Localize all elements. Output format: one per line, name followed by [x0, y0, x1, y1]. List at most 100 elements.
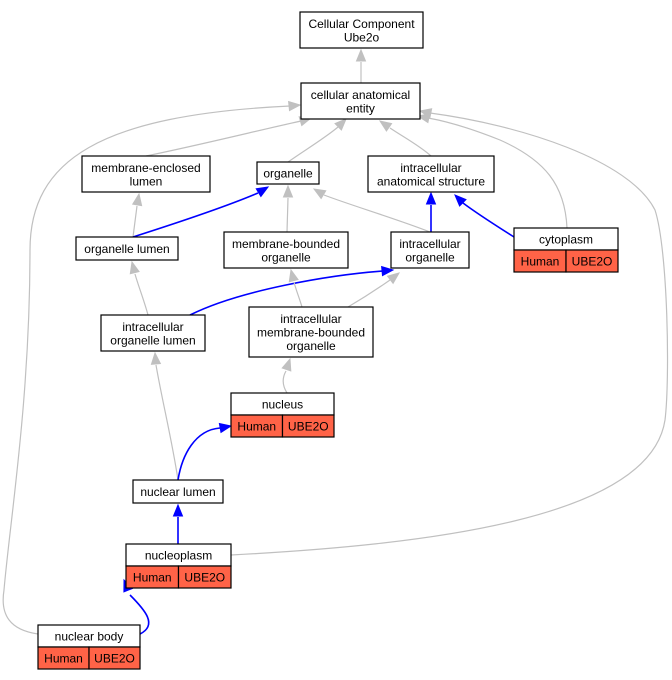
- node-box-iol: [100, 314, 206, 352]
- edge-iol-ol: [129, 260, 149, 316]
- edge-line-io-organelle: [323, 194, 431, 233]
- node-label-cae-1: entity: [346, 101, 375, 115]
- tag-label-nucleoplasm-0: Human: [133, 571, 172, 585]
- edge-line-organelle-cae: [287, 126, 339, 163]
- node-label-io-0: intracellular: [399, 237, 460, 251]
- edge-line-nb-cae: [2, 105, 291, 635]
- edge-line-imbo-mbo: [293, 281, 303, 308]
- arrowhead-nucleoplasm-nl: [172, 503, 184, 517]
- tag-label-nucleoplasm-1: UBE2O: [184, 571, 225, 585]
- arrowhead-cytoplasm-ias: [454, 194, 467, 207]
- edge-imbo-io: [347, 272, 401, 308]
- node-label-cc-1: Ube2o: [344, 30, 380, 44]
- arrowhead-mbo-organelle: [282, 184, 294, 198]
- node-box-mbo: [223, 231, 349, 269]
- node-box-cae: [300, 82, 421, 120]
- tag-box-cytoplasm-1: [565, 249, 619, 273]
- edge-organelle-cae: [287, 118, 347, 163]
- edge-line-nb-nucleoplasm: [129, 594, 150, 635]
- arrowhead-io-ias: [425, 191, 437, 205]
- node-box-organelle: [256, 161, 320, 185]
- arrowhead-iol-io: [381, 265, 395, 277]
- edge-nucleoplasm-cae: [230, 108, 669, 556]
- node-box-cc: [299, 11, 424, 49]
- node-label-nb-0: nuclear body: [55, 630, 124, 644]
- edge-line-cytoplasm-ias: [462, 202, 515, 238]
- arrowhead-organelle-cae: [334, 118, 347, 131]
- edge-line-ias-cae: [389, 127, 432, 157]
- arrowhead-nucleus-imbo: [281, 357, 292, 372]
- node-box-imbo: [248, 306, 374, 358]
- edge-line-iol-ol: [134, 273, 149, 316]
- node-label-ol-0: organelle lumen: [84, 242, 169, 256]
- edge-ias-cae: [378, 120, 432, 157]
- edge-mel-cae: [145, 116, 313, 157]
- node-box-ol: [75, 236, 179, 261]
- node-label-iol-1: organelle lumen: [110, 333, 195, 347]
- arrowhead-ol-organelle: [255, 186, 270, 198]
- node-box-ias: [367, 155, 495, 193]
- arrowhead-nucleoplasm-cae: [418, 108, 433, 119]
- node-label-mbo-1: organelle: [261, 250, 311, 264]
- node-label-nucleus-0: nucleus: [262, 398, 303, 412]
- edge-nb-cae: [2, 100, 302, 635]
- tag-label-nucleus-1: UBE2O: [288, 420, 329, 434]
- node-organelle[interactable]: organelle: [256, 161, 320, 185]
- node-label-mbo-0: membrane-bounded: [232, 237, 340, 251]
- node-label-organelle-0: organelle: [263, 167, 313, 181]
- tag-label-nucleus-0: Human: [237, 420, 276, 434]
- edge-line-nucleus-imbo: [282, 370, 288, 394]
- edge-nl-iol: [150, 351, 179, 481]
- edge-imbo-mbo: [288, 268, 303, 308]
- tag-label-nb-0: Human: [44, 652, 83, 666]
- edge-nucleus-imbo: [281, 357, 292, 394]
- tag-label-cytoplasm-0: Human: [521, 255, 560, 269]
- node-nl[interactable]: nuclear lumen: [132, 479, 224, 504]
- tag-box-nucleus-1: [281, 414, 335, 438]
- node-label-nl-0: nuclear lumen: [140, 485, 215, 499]
- edge-ol-organelle: [132, 186, 270, 238]
- arrowhead-nl-nucleus: [218, 422, 233, 434]
- tag-box-nucleoplasm-1: [177, 565, 232, 589]
- node-label-imbo-0: intracellular: [280, 312, 341, 326]
- edge-line-ol-mel: [132, 205, 138, 238]
- node-ol[interactable]: organelle lumen: [75, 236, 179, 261]
- edge-line-nl-iol: [155, 364, 179, 481]
- arrowhead-ias-cae: [378, 120, 393, 132]
- tag-label-cytoplasm-1: UBE2O: [572, 255, 613, 269]
- arrowhead-ol-mel: [131, 192, 143, 207]
- arrowhead-nl-iol: [150, 351, 162, 365]
- edge-line-mbo-organelle: [286, 197, 289, 233]
- tag-label-nb-1: UBE2O: [94, 652, 135, 666]
- edge-mbo-organelle: [282, 184, 294, 233]
- edge-nucleoplasm-nl: [172, 503, 184, 544]
- node-label-cae-0: cellular anatomical: [311, 88, 410, 102]
- node-box-mel: [81, 155, 211, 193]
- arrowhead-nb-cae: [288, 100, 302, 112]
- edge-line-cytoplasm-cae: [427, 117, 568, 229]
- node-label-cc-0: Cellular Component: [308, 17, 415, 31]
- node-label-imbo-1: membrane-bounded: [257, 326, 365, 340]
- edge-line-nucleoplasm-cae: [230, 112, 669, 556]
- edge-cytoplasm-ias: [454, 194, 515, 238]
- arrowhead-imbo-io: [386, 272, 401, 285]
- arrowhead-iol-ol: [129, 260, 140, 275]
- edge-line-nl-nucleus: [177, 427, 221, 481]
- edge-ol-mel: [131, 192, 143, 238]
- node-label-imbo-2: organelle: [286, 339, 336, 353]
- tag-box-nb-1: [88, 646, 141, 670]
- node-label-mel-1: lumen: [130, 174, 163, 188]
